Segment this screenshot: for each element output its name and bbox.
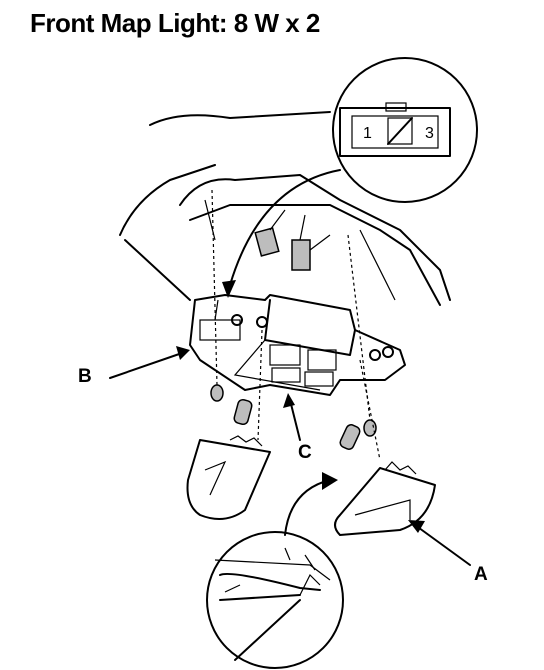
diagram-title: Front Map Light: 8 W x 2 <box>30 8 320 38</box>
mounting-screws <box>210 189 377 437</box>
callout-leaders <box>109 346 471 566</box>
connector-pin-1: 1 <box>363 125 372 142</box>
callout-b: B <box>78 366 92 387</box>
connector-pointer-arrow <box>222 169 341 298</box>
map-light-housing <box>189 294 406 396</box>
roof-headliner <box>119 111 451 306</box>
callout-c: C <box>298 442 312 463</box>
right-lens <box>334 461 436 536</box>
callout-a: A <box>474 564 488 585</box>
clip-detail-arrow <box>284 472 338 536</box>
connector-pin-3: 3 <box>425 125 434 142</box>
map-light-bulbs <box>233 329 381 461</box>
connector-detail-circle <box>332 57 478 203</box>
clip-detail-circle <box>206 531 344 669</box>
harness-connectors <box>254 209 331 271</box>
left-lens <box>186 435 271 520</box>
